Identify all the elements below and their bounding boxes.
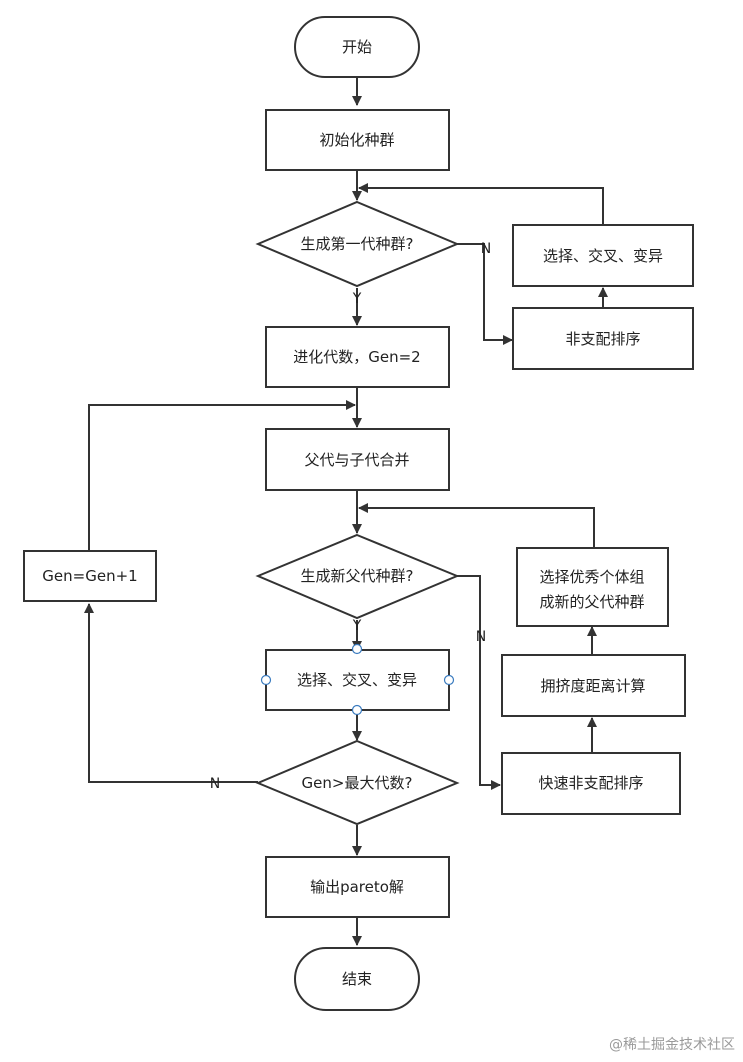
init-population-box: [265, 109, 450, 171]
handle-left[interactable]: [260, 674, 272, 686]
select-best-label-line1: 选择优秀个体组: [539, 568, 644, 586]
edge-label-max-gen-no: N: [210, 776, 220, 792]
fast-sort-box: [501, 752, 681, 815]
edge-select-loop-back: [358, 183, 604, 225]
crowding-box: [501, 654, 686, 717]
decision-max-gen: [255, 739, 460, 826]
fast-sort-label: 快速非支配排序: [538, 774, 643, 792]
select-best-box: [516, 547, 669, 627]
edge-decision1-no: [457, 243, 513, 345]
edge-decision2-no: [457, 575, 501, 790]
decision-new-parent-label: 生成新父代种群?: [301, 567, 414, 585]
crowding-label: 拥挤度距离计算: [540, 677, 645, 695]
end-terminal: [294, 947, 420, 1011]
decision-first-gen-label: 生成第一代种群?: [301, 235, 414, 253]
select-crossover-label: 选择、交叉、变异: [297, 671, 417, 689]
edge-label-first-gen-no: N: [481, 241, 491, 257]
decision-max-gen-label: Gen>最大代数?: [302, 774, 413, 792]
handle-bottom[interactable]: [351, 704, 363, 716]
left-sort-label: 非支配排序: [565, 330, 640, 348]
gen-increment-box: [23, 550, 157, 602]
init-population-label: 初始化种群: [319, 131, 394, 149]
edge-label-first-gen-yes: Y: [352, 291, 362, 307]
select-best-label-line2: 成新的父代种群: [539, 593, 644, 611]
watermark: @稀土掘金技术社区: [609, 1037, 735, 1053]
end-label: 结束: [342, 970, 372, 988]
start-label: 开始: [342, 38, 372, 56]
left-sort-box: [512, 307, 694, 370]
start-terminal: [294, 16, 420, 78]
edge-select-best-loop: [358, 503, 595, 548]
edge-label-new-parent-yes: Y: [352, 618, 362, 634]
evolution-gen-label: 进化代数，Gen=2: [293, 348, 420, 366]
evolution-gen-box: [265, 326, 450, 388]
merge-box: [265, 428, 450, 491]
merge-label: 父代与子代合并: [304, 451, 409, 469]
output-pareto-label: 输出pareto解: [310, 878, 404, 896]
left-select-label: 选择、交叉、变异: [543, 247, 663, 265]
edge-genincrement-loop: [88, 400, 356, 550]
decision-new-parent: [255, 533, 460, 620]
edge-decision3-no: [84, 603, 258, 783]
left-select-box: [512, 224, 694, 287]
decision-first-gen: [255, 200, 460, 288]
handle-top[interactable]: [351, 643, 363, 655]
edge-label-new-parent-no: N: [476, 629, 486, 645]
gen-increment-label: Gen=Gen+1: [42, 567, 137, 585]
handle-right[interactable]: [443, 674, 455, 686]
output-pareto-box: [265, 856, 450, 918]
